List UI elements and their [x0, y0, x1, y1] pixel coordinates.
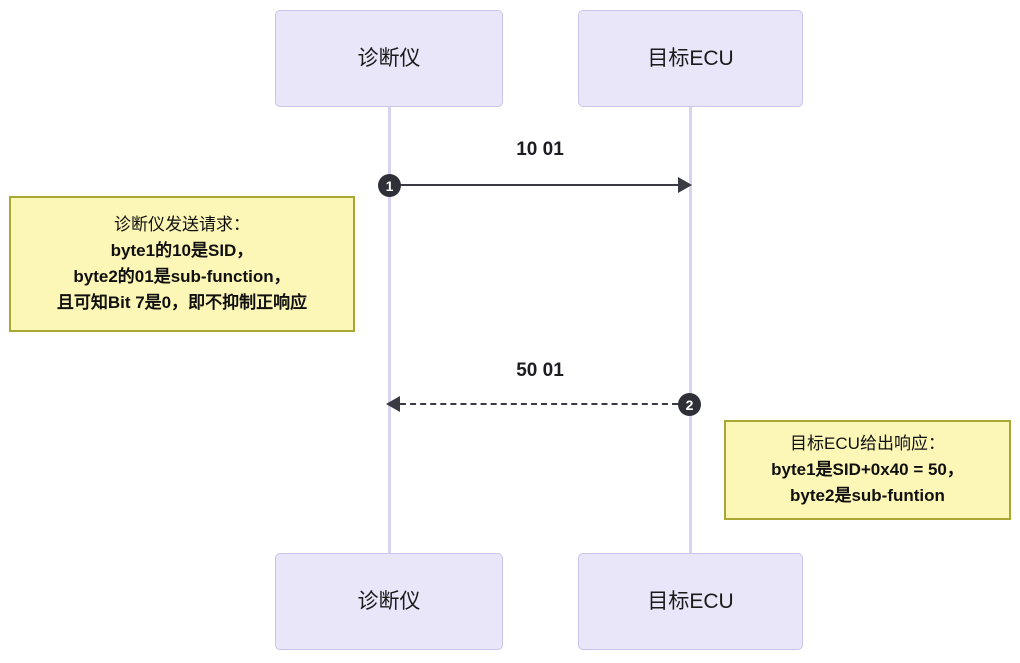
note-request-line-2: byte1的10是SID， — [110, 241, 254, 260]
participant-box-diagnostic-tester-top[interactable]: 诊断仪 — [275, 10, 503, 107]
lifeline-target-ecu — [689, 107, 692, 553]
message-seq-badge-2: 2 — [678, 393, 701, 416]
note-request-line-1: 诊断仪发送请求： — [114, 215, 250, 234]
message-label-request: 10 01 — [516, 139, 564, 160]
note-response-line-2: byte1是SID+0x40 = 50， — [771, 460, 964, 479]
message-line-request — [390, 184, 678, 186]
note-response-line-3: byte2是sub-funtion — [790, 486, 945, 505]
message-line-response — [400, 403, 678, 405]
message-arrowhead-response — [386, 396, 400, 412]
message-label-response: 50 01 — [516, 360, 564, 381]
message-arrowhead-request — [678, 177, 692, 193]
note-response: 目标ECU给出响应： byte1是SID+0x40 = 50， byte2是su… — [724, 420, 1011, 520]
note-request-line-4: 且可知Bit 7是0，即不抑制正响应 — [56, 293, 308, 312]
note-response-line-1: 目标ECU给出响应： — [790, 434, 945, 453]
participant-box-target-ecu-top[interactable]: 目标ECU — [578, 10, 803, 107]
message-seq-badge-1: 1 — [378, 174, 401, 197]
participant-label-diagnostic-tester-bottom: 诊断仪 — [357, 590, 421, 613]
participant-box-diagnostic-tester-bottom[interactable]: 诊断仪 — [275, 553, 503, 650]
note-request-line-3: byte2的01是sub-function， — [73, 267, 291, 286]
participant-label-target-ecu-bottom: 目标ECU — [647, 590, 734, 613]
lifeline-diagnostic-tester — [388, 107, 391, 553]
note-request: 诊断仪发送请求： byte1的10是SID， byte2的01是sub-func… — [9, 196, 355, 332]
participant-label-target-ecu-top: 目标ECU — [647, 47, 734, 70]
participant-label-diagnostic-tester-top: 诊断仪 — [357, 47, 421, 70]
participant-box-target-ecu-bottom[interactable]: 目标ECU — [578, 553, 803, 650]
